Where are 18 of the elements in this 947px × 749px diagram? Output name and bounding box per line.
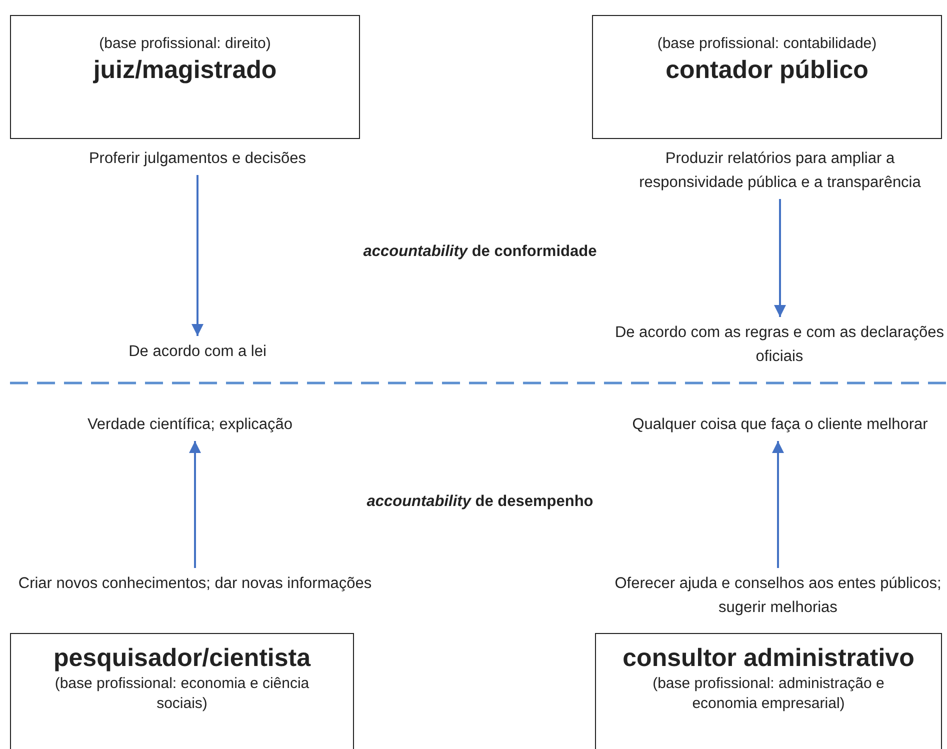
- role-title: contador público: [664, 55, 870, 86]
- arrow: [189, 441, 201, 568]
- professional-basis-text: (base profissional: direito): [98, 34, 272, 54]
- professional-basis-text: (base profissional: contabilidade): [656, 34, 878, 54]
- arrow: [774, 199, 786, 317]
- accountability-type-label: accountability de conformidade: [362, 242, 598, 262]
- role-title: consultor administrativo: [622, 643, 916, 674]
- accountability-type-label: accountability de desempenho: [366, 492, 594, 512]
- professional-basis-text: (base profissional: economia e ciência sociais): [54, 674, 310, 714]
- role-box: [10, 15, 360, 139]
- role-box: [10, 633, 354, 749]
- role-title: juiz/magistrado: [92, 55, 278, 86]
- role-box: [592, 15, 942, 139]
- role-title: pesquisador/cientista: [52, 643, 312, 674]
- role-box: [595, 633, 942, 749]
- professional-basis-text: (base profissional: administração e economia empresarial): [652, 674, 886, 714]
- arrow: [772, 441, 784, 568]
- arrow: [192, 175, 204, 336]
